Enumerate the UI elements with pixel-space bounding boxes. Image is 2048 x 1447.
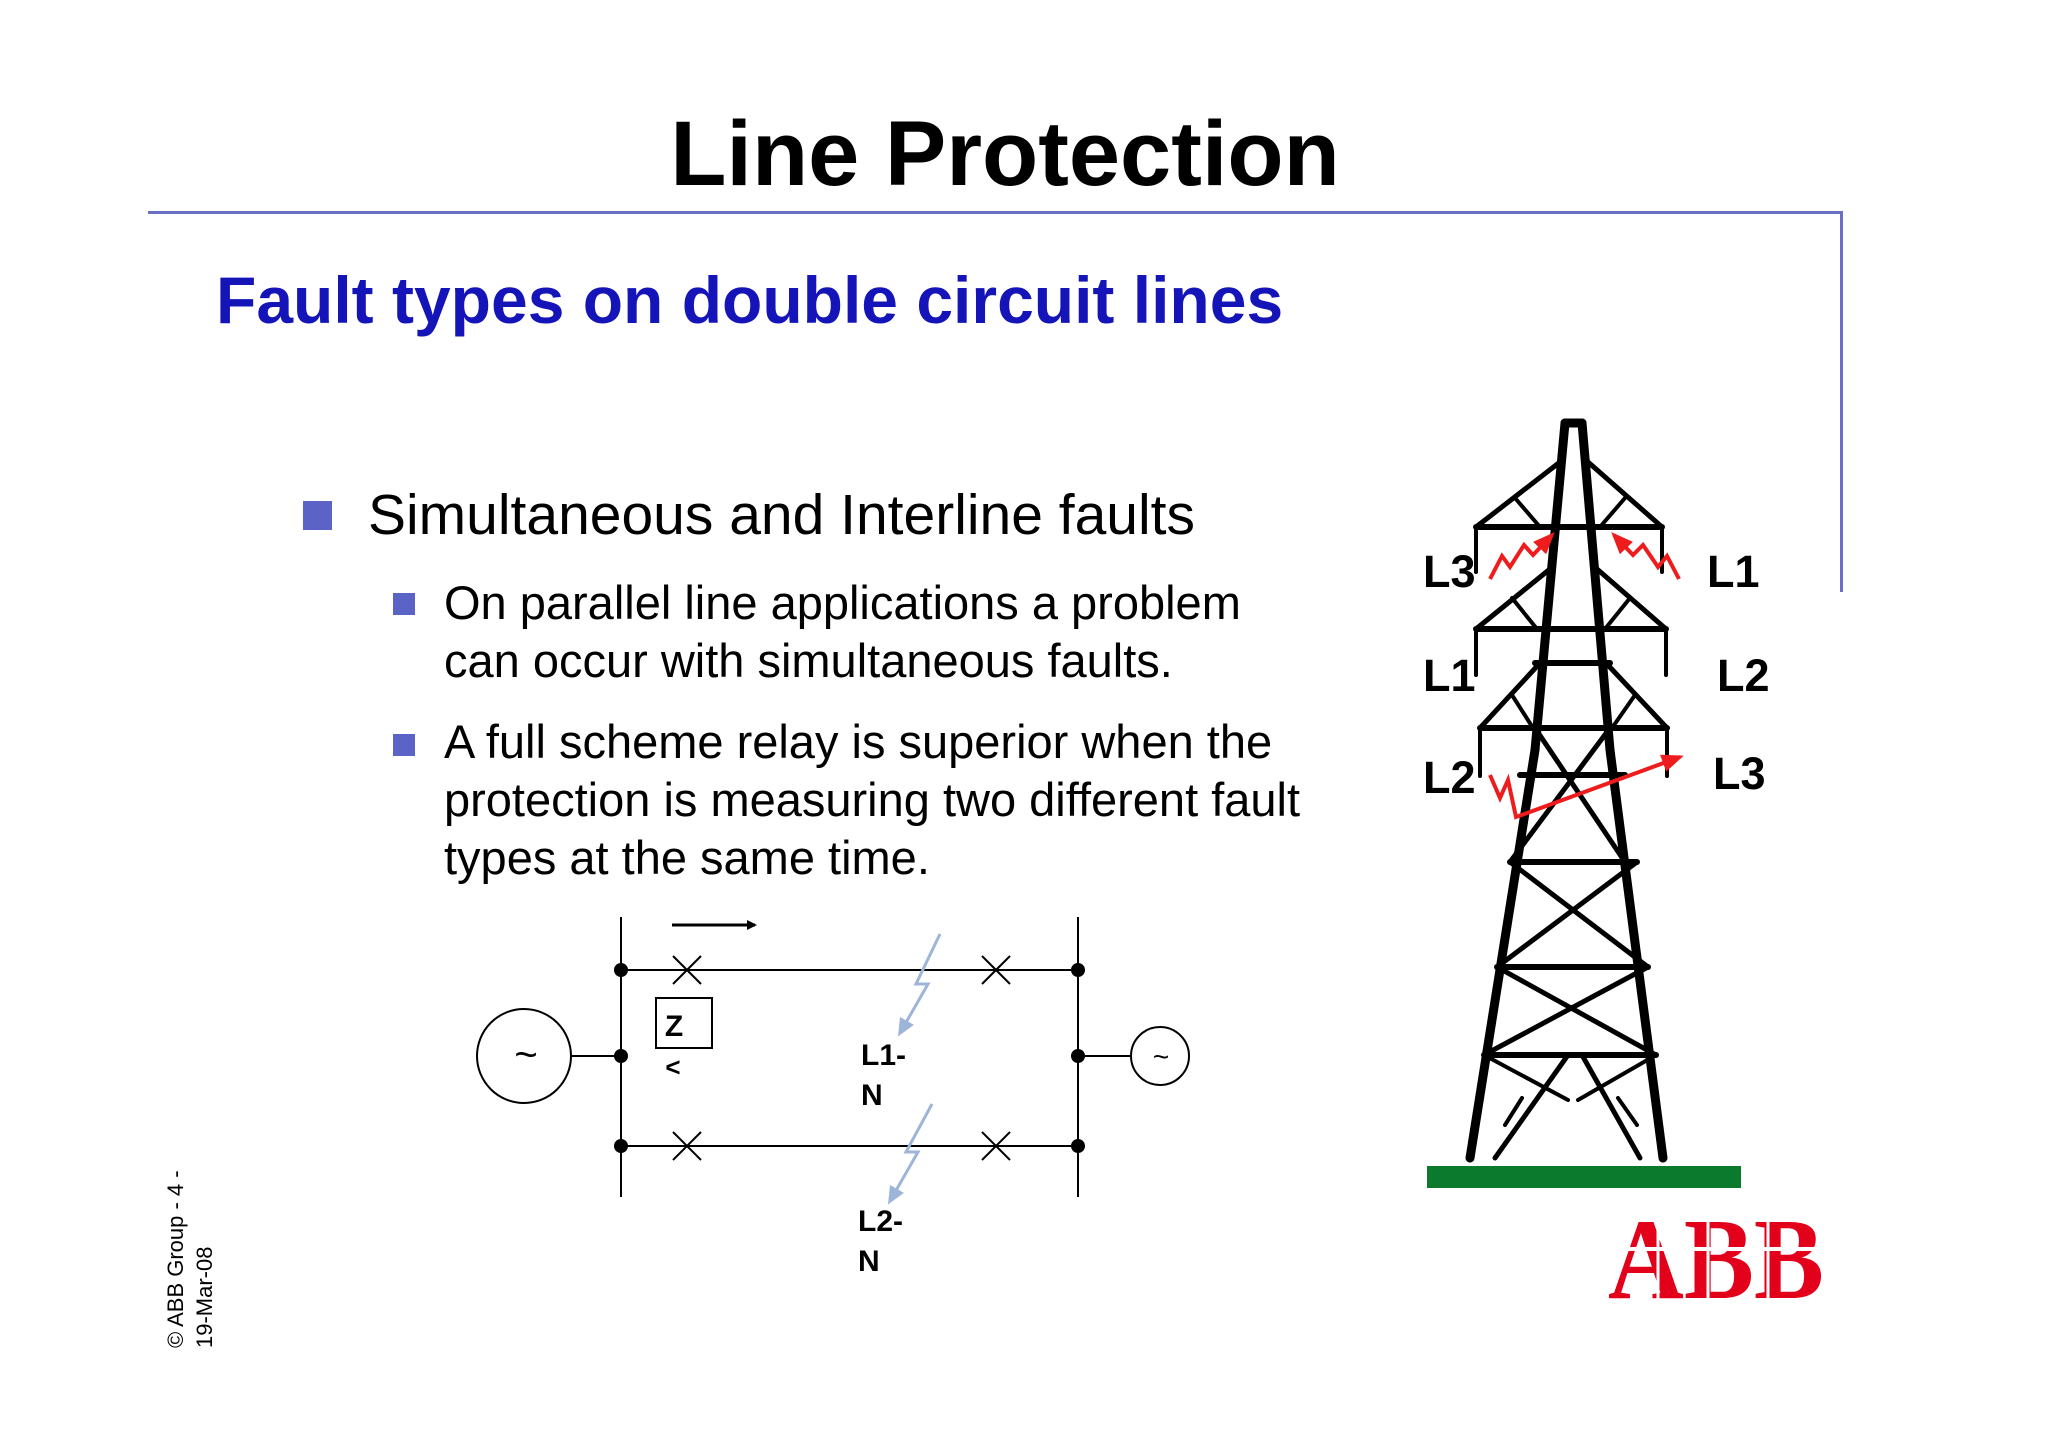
sub-bullet-1-line-1: On parallel line applications a problem [444, 576, 1241, 629]
abb-logo [1608, 1200, 1824, 1310]
relay-box [655, 997, 713, 1049]
junction-dot [614, 1049, 628, 1063]
breaker-icon [981, 1131, 1011, 1161]
bullet-square-icon [303, 501, 332, 530]
fault2-label-line-2: N [858, 1245, 880, 1278]
footer-copyright: © ABB Group - 4 - [163, 1170, 188, 1348]
sub-bullet-2-line-3: types at the same time. [444, 831, 930, 884]
slide-subtitle: Fault types on double circuit lines [216, 263, 1284, 337]
fault1-label-line-1: L1- [861, 1039, 906, 1072]
circuit-diagram [476, 917, 1190, 1205]
junction-dot [614, 963, 628, 977]
fault-arrow-l3-l1-left-icon [1488, 532, 1555, 580]
slide-title: Line Protection [670, 103, 1340, 205]
generator-right-icon [1130, 1026, 1190, 1086]
sub-bullet-square-icon [393, 593, 415, 615]
transmission-tower-icon [1465, 418, 1670, 1163]
title-underline [148, 211, 1843, 214]
right-border-line [1840, 211, 1843, 592]
fault-lightning-icon [888, 1103, 934, 1205]
sub-bullet-2: A full scheme relay is superior when the… [444, 713, 1300, 887]
fault-lightning-icon [898, 933, 942, 1037]
footer-date: 19-Mar-08 [192, 1246, 217, 1348]
junction-dot [1071, 1139, 1085, 1153]
fault2-label-line-1: L2- [858, 1205, 903, 1238]
ground-bar [1427, 1166, 1741, 1188]
fault-arrow-l2-l3-icon [1488, 754, 1684, 820]
sub-bullet-2-line-2: protection is measuring two different fa… [444, 773, 1301, 826]
tower-left-label-3: L2 [1423, 752, 1476, 803]
bullet-main-text: Simultaneous and Interline faults [368, 483, 1196, 547]
source-right-symbol: ~ [1153, 1041, 1169, 1072]
sub-bullet-1: On parallel line applications a problem … [444, 574, 1241, 690]
breaker-icon [672, 1131, 702, 1161]
tower-right-label-2: L2 [1717, 650, 1770, 701]
sub-bullet-square-icon [393, 734, 415, 756]
tower-right-label-1: L1 [1707, 546, 1760, 597]
junction-dot [614, 1139, 628, 1153]
relay-label: Z [665, 1010, 683, 1043]
fault-arrow-l3-l1-right-icon [1611, 532, 1681, 580]
tower-left-label-2: L1 [1423, 650, 1476, 701]
source-left-symbol: ~ [514, 1033, 537, 1077]
generator-left-icon [476, 1008, 572, 1104]
relay-symbol: < [665, 1052, 680, 1082]
fault1-label-line-2: N [861, 1079, 883, 1112]
junction-dot [1071, 1049, 1085, 1063]
tower-right-label-3: L3 [1713, 748, 1766, 799]
sub-bullet-1-line-2: can occur with simultaneous faults. [444, 634, 1173, 687]
breaker-icon [672, 955, 702, 985]
footer: © ABB Group - 4 - 19-Mar-08 [161, 1028, 227, 1348]
breaker-icon [981, 955, 1011, 985]
tower-left-label-1: L3 [1423, 546, 1476, 597]
junction-dot [1071, 963, 1085, 977]
sub-bullet-2-line-1: A full scheme relay is superior when the [444, 715, 1273, 768]
